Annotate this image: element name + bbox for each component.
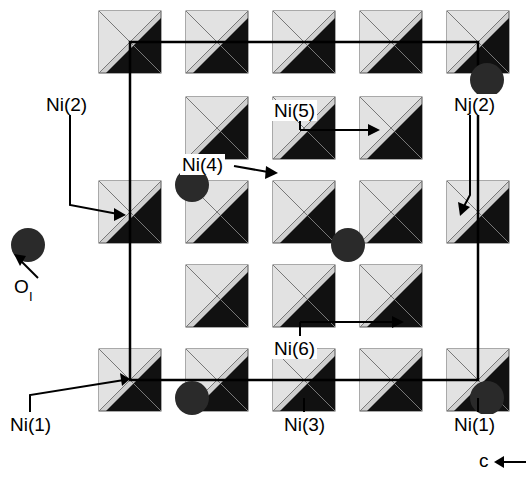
octahedra [99,11,509,411]
atom-label: I [27,289,35,304]
atom-label: Ni(3) [282,414,327,435]
atom-label: Ni(1) [8,414,53,435]
arrowheads [14,124,504,468]
unit-cell [130,42,478,380]
atom-label: Ni(4) [180,154,225,175]
atom-label: Ni(5) [272,100,317,121]
leader-lines [20,112,526,462]
oxygen-atoms [11,63,504,415]
atom-label: Ni(2) [44,94,89,115]
atom-label: Nj(2) [452,94,497,115]
atom-label: c [477,450,491,471]
atom-label: O [12,276,31,297]
atom-label: Ni(6) [272,338,317,359]
atom-label: Ni(1) [452,414,497,435]
